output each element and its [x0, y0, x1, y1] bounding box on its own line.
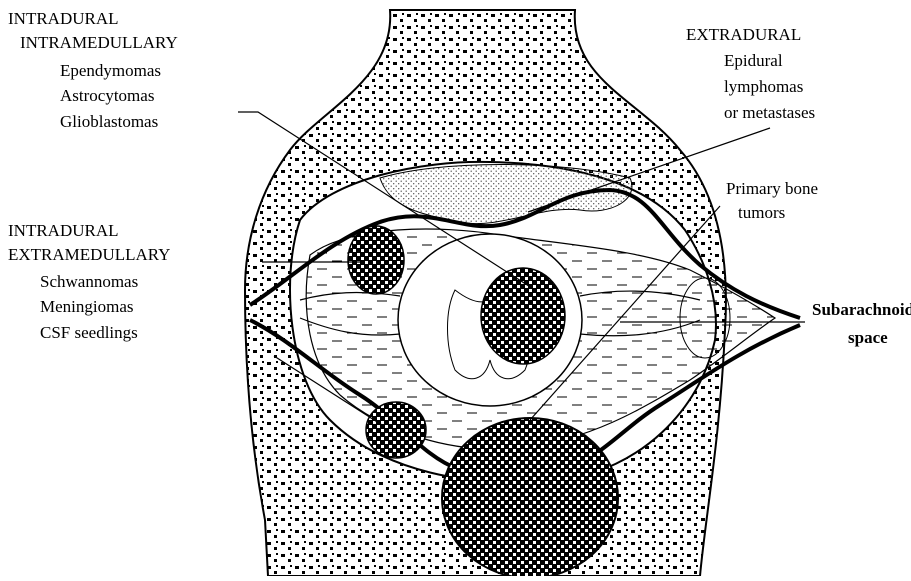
- ed-item-metastases: or metastases: [724, 103, 815, 122]
- im-item-astrocytomas: Astrocytomas: [60, 86, 154, 105]
- ed-heading: EXTRADURAL: [686, 25, 801, 44]
- label-intradural-extramedullary: INTRADURAL EXTRAMEDULLARY Schwannomas Me…: [8, 221, 170, 342]
- ed-item-lymphomas: lymphomas: [724, 77, 803, 96]
- label-subarachnoid: Subarachnoid space: [812, 300, 911, 347]
- pb-line-1: Primary bone: [726, 179, 818, 198]
- em-heading-2: EXTRAMEDULLARY: [8, 245, 170, 264]
- label-intradural-intramedullary: INTRADURAL INTRAMEDULLARY Ependymomas As…: [8, 9, 178, 131]
- extramedullary-tumor-upper: [348, 226, 404, 294]
- label-extradural: EXTRADURAL Epidural lymphomas or metasta…: [686, 25, 815, 122]
- im-item-ependymomas: Ependymomas: [60, 61, 161, 80]
- em-item-csf-seedlings: CSF seedlings: [40, 323, 138, 342]
- im-heading-2: INTRAMEDULLARY: [20, 33, 178, 52]
- im-item-glioblastomas: Glioblastomas: [60, 112, 158, 131]
- label-primary-bone: Primary bone tumors: [726, 179, 818, 222]
- em-item-schwannomas: Schwannomas: [40, 272, 138, 291]
- extramedullary-tumor-lower: [366, 402, 426, 458]
- sa-line-2: space: [848, 328, 888, 347]
- sa-line-1: Subarachnoid: [812, 300, 911, 319]
- em-heading-1: INTRADURAL: [8, 221, 119, 240]
- em-item-meningiomas: Meningiomas: [40, 297, 134, 316]
- im-heading-1: INTRADURAL: [8, 9, 119, 28]
- primary-bone-tumor: [442, 418, 618, 576]
- pb-line-2: tumors: [738, 203, 785, 222]
- ed-item-epidural: Epidural: [724, 51, 783, 70]
